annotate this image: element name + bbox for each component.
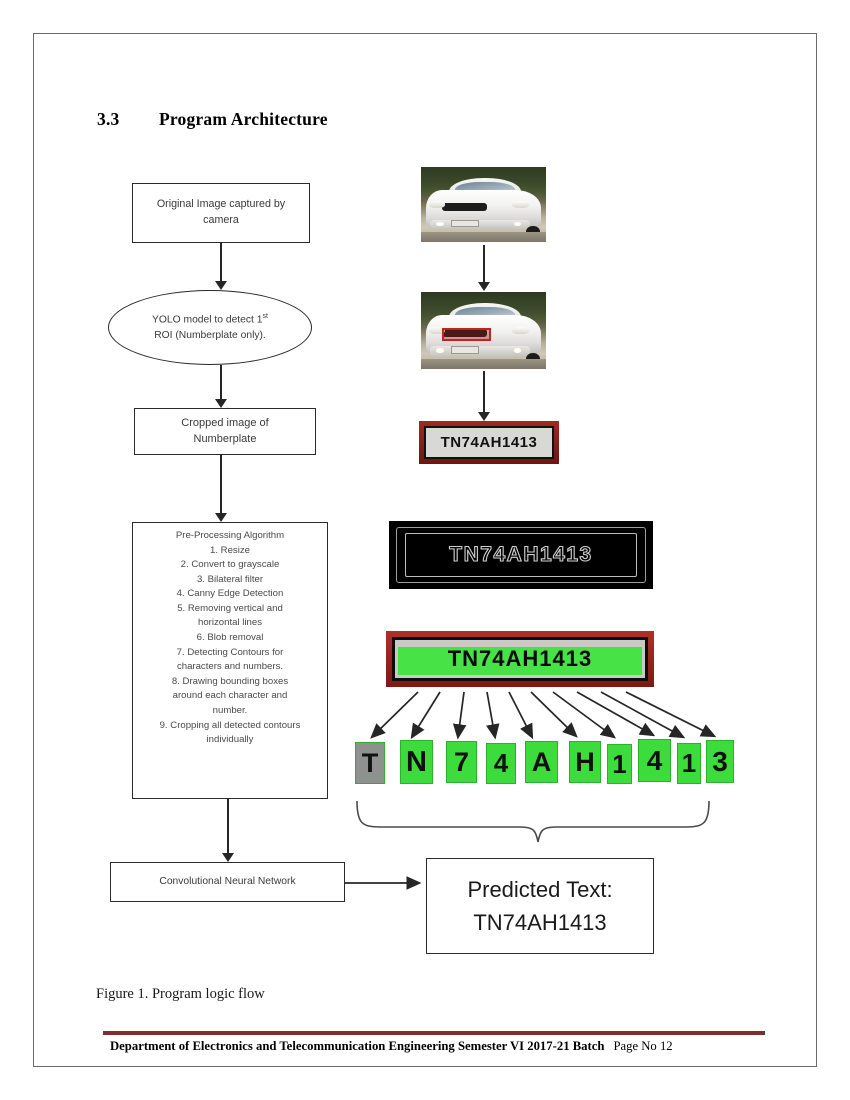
image-numberplate-with-character-boxes: TN74AH1413: [386, 631, 654, 687]
arrow-cropped-to-preprocessing: [215, 455, 227, 522]
preprocessing-step: 8. Drawing bounding boxes: [171, 675, 289, 687]
character-glyph: A: [531, 746, 552, 777]
flow-oval-yolo-model: YOLO model to detect 1st ROI (Numberplat…: [108, 290, 312, 365]
flow-box-convolutional-neural-network: Convolutional Neural Network: [110, 862, 345, 902]
section-number: 3.3: [97, 109, 120, 129]
cropped-character-row: T N 7 4 A H 1 4 1 3: [355, 736, 734, 788]
character-chip: 4: [486, 743, 516, 784]
footer-rule: [103, 1031, 765, 1035]
arrow-car1-to-car2: [478, 245, 490, 291]
cropped-line2: Numberplate: [193, 432, 257, 445]
preprocessing-step: individually: [206, 734, 254, 746]
arrow-yolo-to-cropped: [215, 365, 227, 408]
arrow-preprocessing-to-cnn: [222, 799, 234, 862]
character-chip: N: [400, 740, 433, 784]
section-heading: 3.3 Program Architecture: [97, 109, 328, 130]
flow-box-predicted-text: Predicted Text: TN74AH1413: [426, 858, 654, 954]
character-glyph: H: [575, 746, 595, 777]
preprocessing-step: 5. Removing vertical and: [177, 602, 283, 614]
preprocessing-step: horizontal lines: [198, 617, 262, 629]
photo-car-with-detection-box: [421, 292, 546, 369]
original-image-line1: Original Image captured by: [156, 198, 286, 211]
preprocessing-step: 9. Cropping all detected contours: [159, 719, 301, 731]
character-glyph: N: [406, 745, 427, 778]
detection-bounding-box: [442, 328, 492, 342]
character-glyph: 3: [712, 745, 728, 777]
plate-edge-text: TN74AH1413: [449, 542, 593, 566]
predicted-value: TN74AH1413: [473, 910, 607, 935]
character-glyph: 7: [453, 746, 470, 777]
preprocessing-step: 4. Canny Edge Detection: [176, 588, 284, 600]
preprocessing-step: around each character and: [172, 690, 288, 702]
character-chip: 7: [446, 741, 477, 783]
yolo-line1: YOLO model to detect 1st: [152, 312, 268, 326]
character-chip: 1: [677, 743, 701, 784]
predicted-label: Predicted Text:: [467, 877, 613, 902]
character-glyph: 1: [612, 748, 627, 779]
image-cropped-numberplate: TN74AH1413: [419, 421, 559, 464]
page-footer: Department of Electronics and Telecommun…: [110, 1039, 673, 1054]
preprocessing-step: characters and numbers.: [176, 661, 284, 673]
cropped-line1: Cropped image of: [181, 416, 269, 429]
preprocessing-step: 3. Bilateral filter: [196, 573, 264, 585]
flow-box-preprocessing-algorithm: Pre-Processing Algorithm 1. Resize 2. Co…: [132, 522, 328, 799]
preprocessing-title: Pre-Processing Algorithm: [175, 530, 285, 541]
arrow-original-to-yolo: [215, 243, 227, 290]
character-chip: 1: [607, 744, 632, 784]
character-glyph: 4: [493, 748, 509, 778]
yolo-ordinal-sup: st: [262, 312, 268, 320]
character-chip: H: [569, 741, 601, 783]
plate-green-text: TN74AH1413: [447, 646, 593, 671]
character-glyph: 4: [646, 744, 663, 776]
character-chip: T: [355, 742, 385, 784]
plate-crop-text: TN74AH1413: [440, 434, 538, 451]
arrow-car2-to-plate-crop: [478, 371, 490, 421]
section-title: Program Architecture: [159, 109, 328, 129]
photo-original-car: [421, 167, 546, 242]
image-canny-edge-numberplate: TN74AH1413: [389, 521, 653, 589]
figure-caption: Figure 1. Program logic flow: [96, 986, 265, 1002]
preprocessing-step: number.: [212, 704, 248, 716]
character-chip: 4: [638, 739, 671, 782]
character-chip: 3: [706, 740, 734, 783]
flow-box-original-image: Original Image captured by camera: [132, 183, 310, 243]
cnn-label: Convolutional Neural Network: [159, 875, 296, 887]
flow-box-cropped-image: Cropped image of Numberplate: [134, 408, 316, 455]
preprocessing-step: 7. Detecting Contours for: [176, 646, 284, 658]
footer-page-number: Page No 12: [613, 1039, 673, 1053]
preprocessing-step: 2. Convert to grayscale: [180, 559, 280, 571]
character-chip: A: [525, 741, 558, 783]
original-image-line2: camera: [203, 214, 239, 226]
character-glyph: 1: [681, 748, 697, 778]
preprocessing-step: 6. Blob removal: [196, 632, 264, 644]
preprocessing-step: 1. Resize: [210, 544, 250, 556]
yolo-line2: ROI (Numberplate only).: [154, 329, 266, 341]
footer-department-text: Department of Electronics and Telecommun…: [110, 1039, 605, 1053]
character-glyph: T: [361, 747, 379, 778]
